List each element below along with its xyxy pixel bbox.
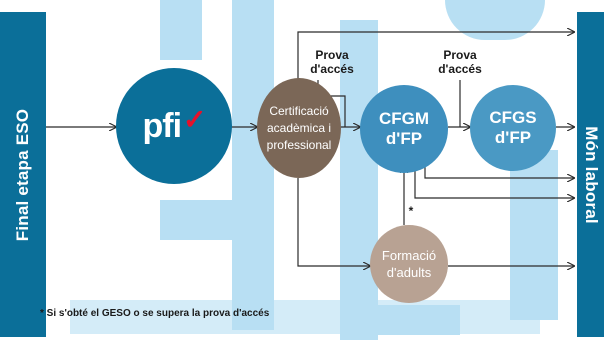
check-icon: ✓ bbox=[183, 103, 206, 135]
formacio-line1: Formació bbox=[381, 248, 437, 263]
certificacio-line1: Certificació bbox=[269, 103, 329, 118]
prova-acces-2-line1: Prova bbox=[443, 48, 477, 62]
cfgs-line2: d'FP bbox=[494, 128, 532, 147]
arrow-cfgm-to-mon-laboral-2 bbox=[414, 165, 574, 198]
pfi-circle: pfi✓ bbox=[116, 68, 232, 184]
arrow-certificacio-to-mon-laboral-top bbox=[297, 32, 574, 80]
cfgm-circle: CFGM d'FP bbox=[360, 85, 448, 173]
footnote: * Si s'obté el GESO o se supera la prova… bbox=[40, 308, 270, 319]
cfgs-line1: CFGS bbox=[489, 108, 537, 127]
prova-acces-label-2: Prova d'accés bbox=[428, 48, 492, 76]
certificacio-line3: professional bbox=[266, 137, 332, 152]
certificacio-circle: Certificació acadèmica i professional bbox=[257, 78, 341, 178]
certificacio-line2: acadèmica i bbox=[266, 120, 332, 135]
background-letter-shape bbox=[70, 300, 540, 334]
prova-acces-2-line2: d'accés bbox=[438, 62, 482, 76]
prova-acces-1-line1: Prova bbox=[315, 48, 349, 62]
cfgm-line1: CFGM bbox=[378, 109, 430, 128]
cfgm-line2: d'FP bbox=[385, 129, 423, 148]
asterisk-mark: * bbox=[408, 204, 414, 218]
final-etapa-eso-bar: Final etapa ESO bbox=[0, 12, 46, 337]
prova-acces-label-1: Prova d'accés bbox=[300, 48, 364, 76]
arrow-certificacio-down bbox=[297, 178, 370, 266]
background-letter-shape bbox=[160, 0, 202, 60]
cfgs-circle: CFGS d'FP bbox=[470, 85, 556, 171]
background-letter-shape bbox=[232, 0, 274, 330]
pfi-label: pfi bbox=[142, 106, 182, 145]
formacio-line2: d'adults bbox=[386, 265, 432, 280]
mon-laboral-bar: Món laboral bbox=[577, 12, 604, 337]
prova-acces-1-line2: d'accés bbox=[310, 62, 354, 76]
background-letter-shape bbox=[340, 20, 378, 340]
background-letter-shape bbox=[160, 200, 274, 240]
formacio-circle: Formació d'adults bbox=[370, 225, 448, 303]
